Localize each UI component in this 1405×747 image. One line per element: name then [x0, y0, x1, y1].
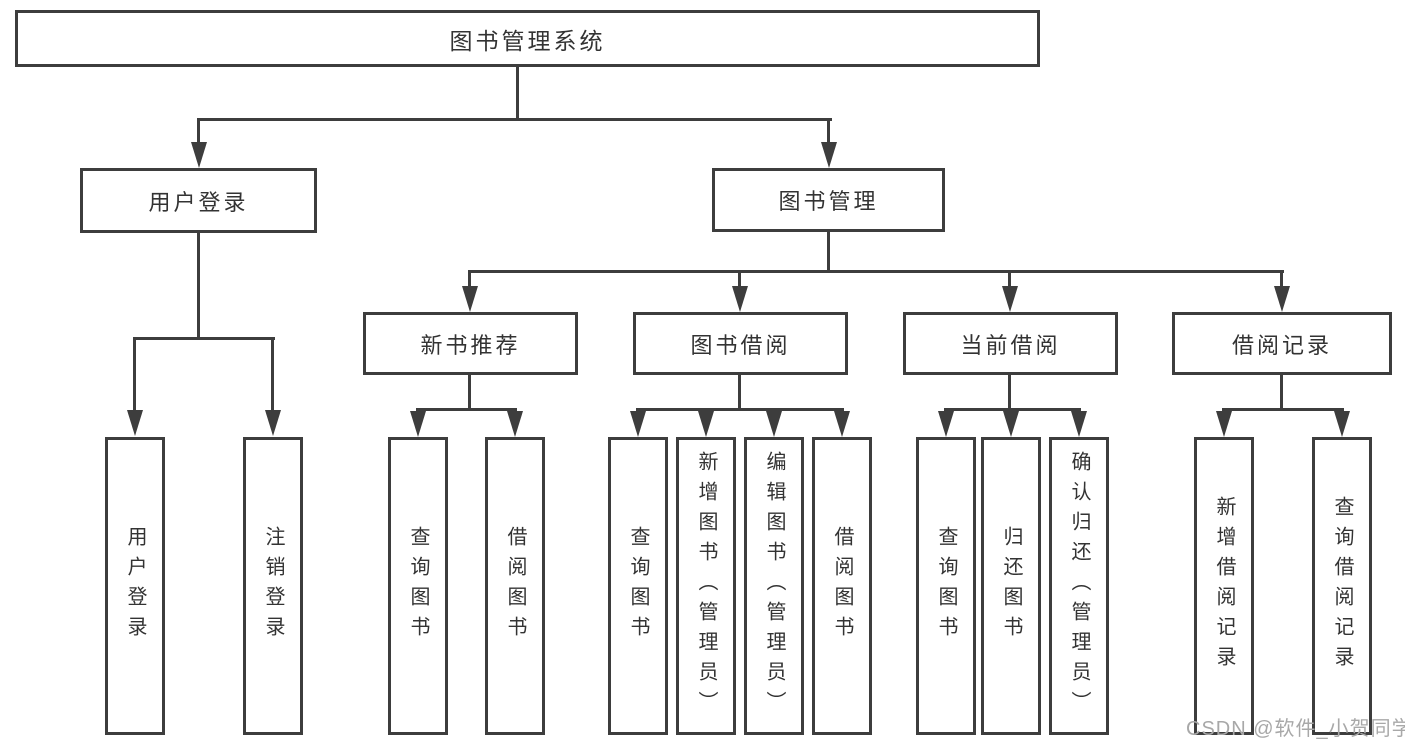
- leaf-bb-borrow-books: 借阅图书: [812, 437, 872, 735]
- leaf-logout: 注销登录: [243, 437, 303, 735]
- arrow-down-icon: [834, 411, 850, 437]
- leaf-label: 查询图书: [935, 526, 957, 646]
- connector-user-login-stem: [197, 118, 200, 145]
- node-label: 当前借阅: [960, 332, 1061, 358]
- arrow-down-icon: [265, 410, 281, 436]
- connector-level3-horizontal: [468, 270, 1284, 273]
- connector-level3-stem: [1008, 272, 1011, 288]
- arrow-down-icon: [1274, 286, 1290, 312]
- node-borrow-records: 借阅记录: [1172, 312, 1392, 375]
- connector-group-horizontal: [636, 408, 844, 411]
- leaf-label: 查询图书: [407, 526, 429, 646]
- connector-book-management-down: [827, 232, 830, 272]
- leaf-label: 确认归还（管理员）: [1068, 451, 1090, 721]
- node-label: 图书管理系统: [449, 27, 606, 54]
- leaf-label: 注销登录: [262, 526, 284, 646]
- arrow-down-icon: [1334, 411, 1350, 437]
- leaf-label: 借阅图书: [504, 526, 526, 646]
- node-label: 图书借阅: [690, 332, 791, 358]
- arrow-down-icon: [1216, 411, 1232, 437]
- connector-level3-stem: [738, 272, 741, 288]
- leaf-label: 查询图书: [627, 526, 649, 646]
- leaf-label: 归还图书: [1000, 526, 1022, 646]
- leaf-label: 查询借阅记录: [1331, 496, 1353, 676]
- node-user-login: 用户登录: [80, 168, 317, 233]
- node-label: 借阅记录: [1231, 332, 1332, 358]
- connector-group-stem: [468, 375, 471, 409]
- node-new-book-recommend: 新书推荐: [363, 312, 578, 375]
- arrow-down-icon: [1002, 286, 1018, 312]
- connector-book-management-stem: [827, 118, 830, 145]
- arrow-down-icon: [938, 411, 954, 437]
- connector-group-stem: [1008, 375, 1011, 409]
- leaf-label: 新增借阅记录: [1213, 496, 1235, 676]
- arrow-down-icon: [630, 411, 646, 437]
- connector-leaf-stem: [133, 337, 136, 412]
- csdn-watermark: CSDN @软件_小贺同学: [1186, 718, 1405, 740]
- leaf-label: 借阅图书: [831, 526, 853, 646]
- connector-level3-stem: [468, 272, 471, 288]
- leaf-cb-return-books: 归还图书: [981, 437, 1041, 735]
- connector-level3-stem: [1280, 272, 1283, 288]
- leaf-label: 编辑图书（管理员）: [763, 451, 785, 721]
- arrow-down-icon: [766, 411, 782, 437]
- connector-user-login-down: [197, 233, 200, 337]
- connector-group-stem: [738, 375, 741, 409]
- leaf-label: 新增图书（管理员）: [695, 451, 717, 721]
- leaf-bb-edit-books: 编辑图书（管理员）: [744, 437, 804, 735]
- node-label: 新书推荐: [420, 332, 521, 358]
- connector-group-stem: [1280, 375, 1283, 409]
- arrow-down-icon: [821, 142, 837, 168]
- node-label: 用户登录: [148, 189, 249, 215]
- leaf-user-login: 用户登录: [105, 437, 165, 735]
- arrow-down-icon: [1071, 411, 1087, 437]
- connector-leaf-stem: [271, 337, 274, 412]
- arrow-down-icon: [1003, 411, 1019, 437]
- node-book-borrow: 图书借阅: [633, 312, 848, 375]
- leaf-br-query-record: 查询借阅记录: [1312, 437, 1372, 735]
- arrow-down-icon: [507, 411, 523, 437]
- arrow-down-icon: [410, 411, 426, 437]
- connector-group-horizontal: [1222, 408, 1344, 411]
- leaf-cb-query-books: 查询图书: [916, 437, 976, 735]
- arrow-down-icon: [191, 142, 207, 168]
- connector-root-stem: [516, 67, 519, 118]
- arrow-down-icon: [462, 286, 478, 312]
- arrow-down-icon: [127, 410, 143, 436]
- node-root: 图书管理系统: [15, 10, 1040, 67]
- leaf-label: 用户登录: [124, 526, 146, 646]
- leaf-nb-borrow-books: 借阅图书: [485, 437, 545, 735]
- arrow-down-icon: [698, 411, 714, 437]
- leaf-bb-add-books: 新增图书（管理员）: [676, 437, 736, 735]
- connector-user-login-horizontal: [133, 337, 275, 340]
- connector-group-horizontal: [944, 408, 1081, 411]
- leaf-cb-confirm-return: 确认归还（管理员）: [1049, 437, 1109, 735]
- leaf-nb-query-books: 查询图书: [388, 437, 448, 735]
- node-label: 图书管理: [778, 189, 879, 214]
- node-book-management: 图书管理: [712, 168, 945, 232]
- node-current-borrow: 当前借阅: [903, 312, 1118, 375]
- connector-group-horizontal: [416, 408, 517, 411]
- arrow-down-icon: [732, 286, 748, 312]
- leaf-bb-query-books: 查询图书: [608, 437, 668, 735]
- connector-level2-horizontal: [197, 118, 832, 121]
- leaf-br-add-record: 新增借阅记录: [1194, 437, 1254, 735]
